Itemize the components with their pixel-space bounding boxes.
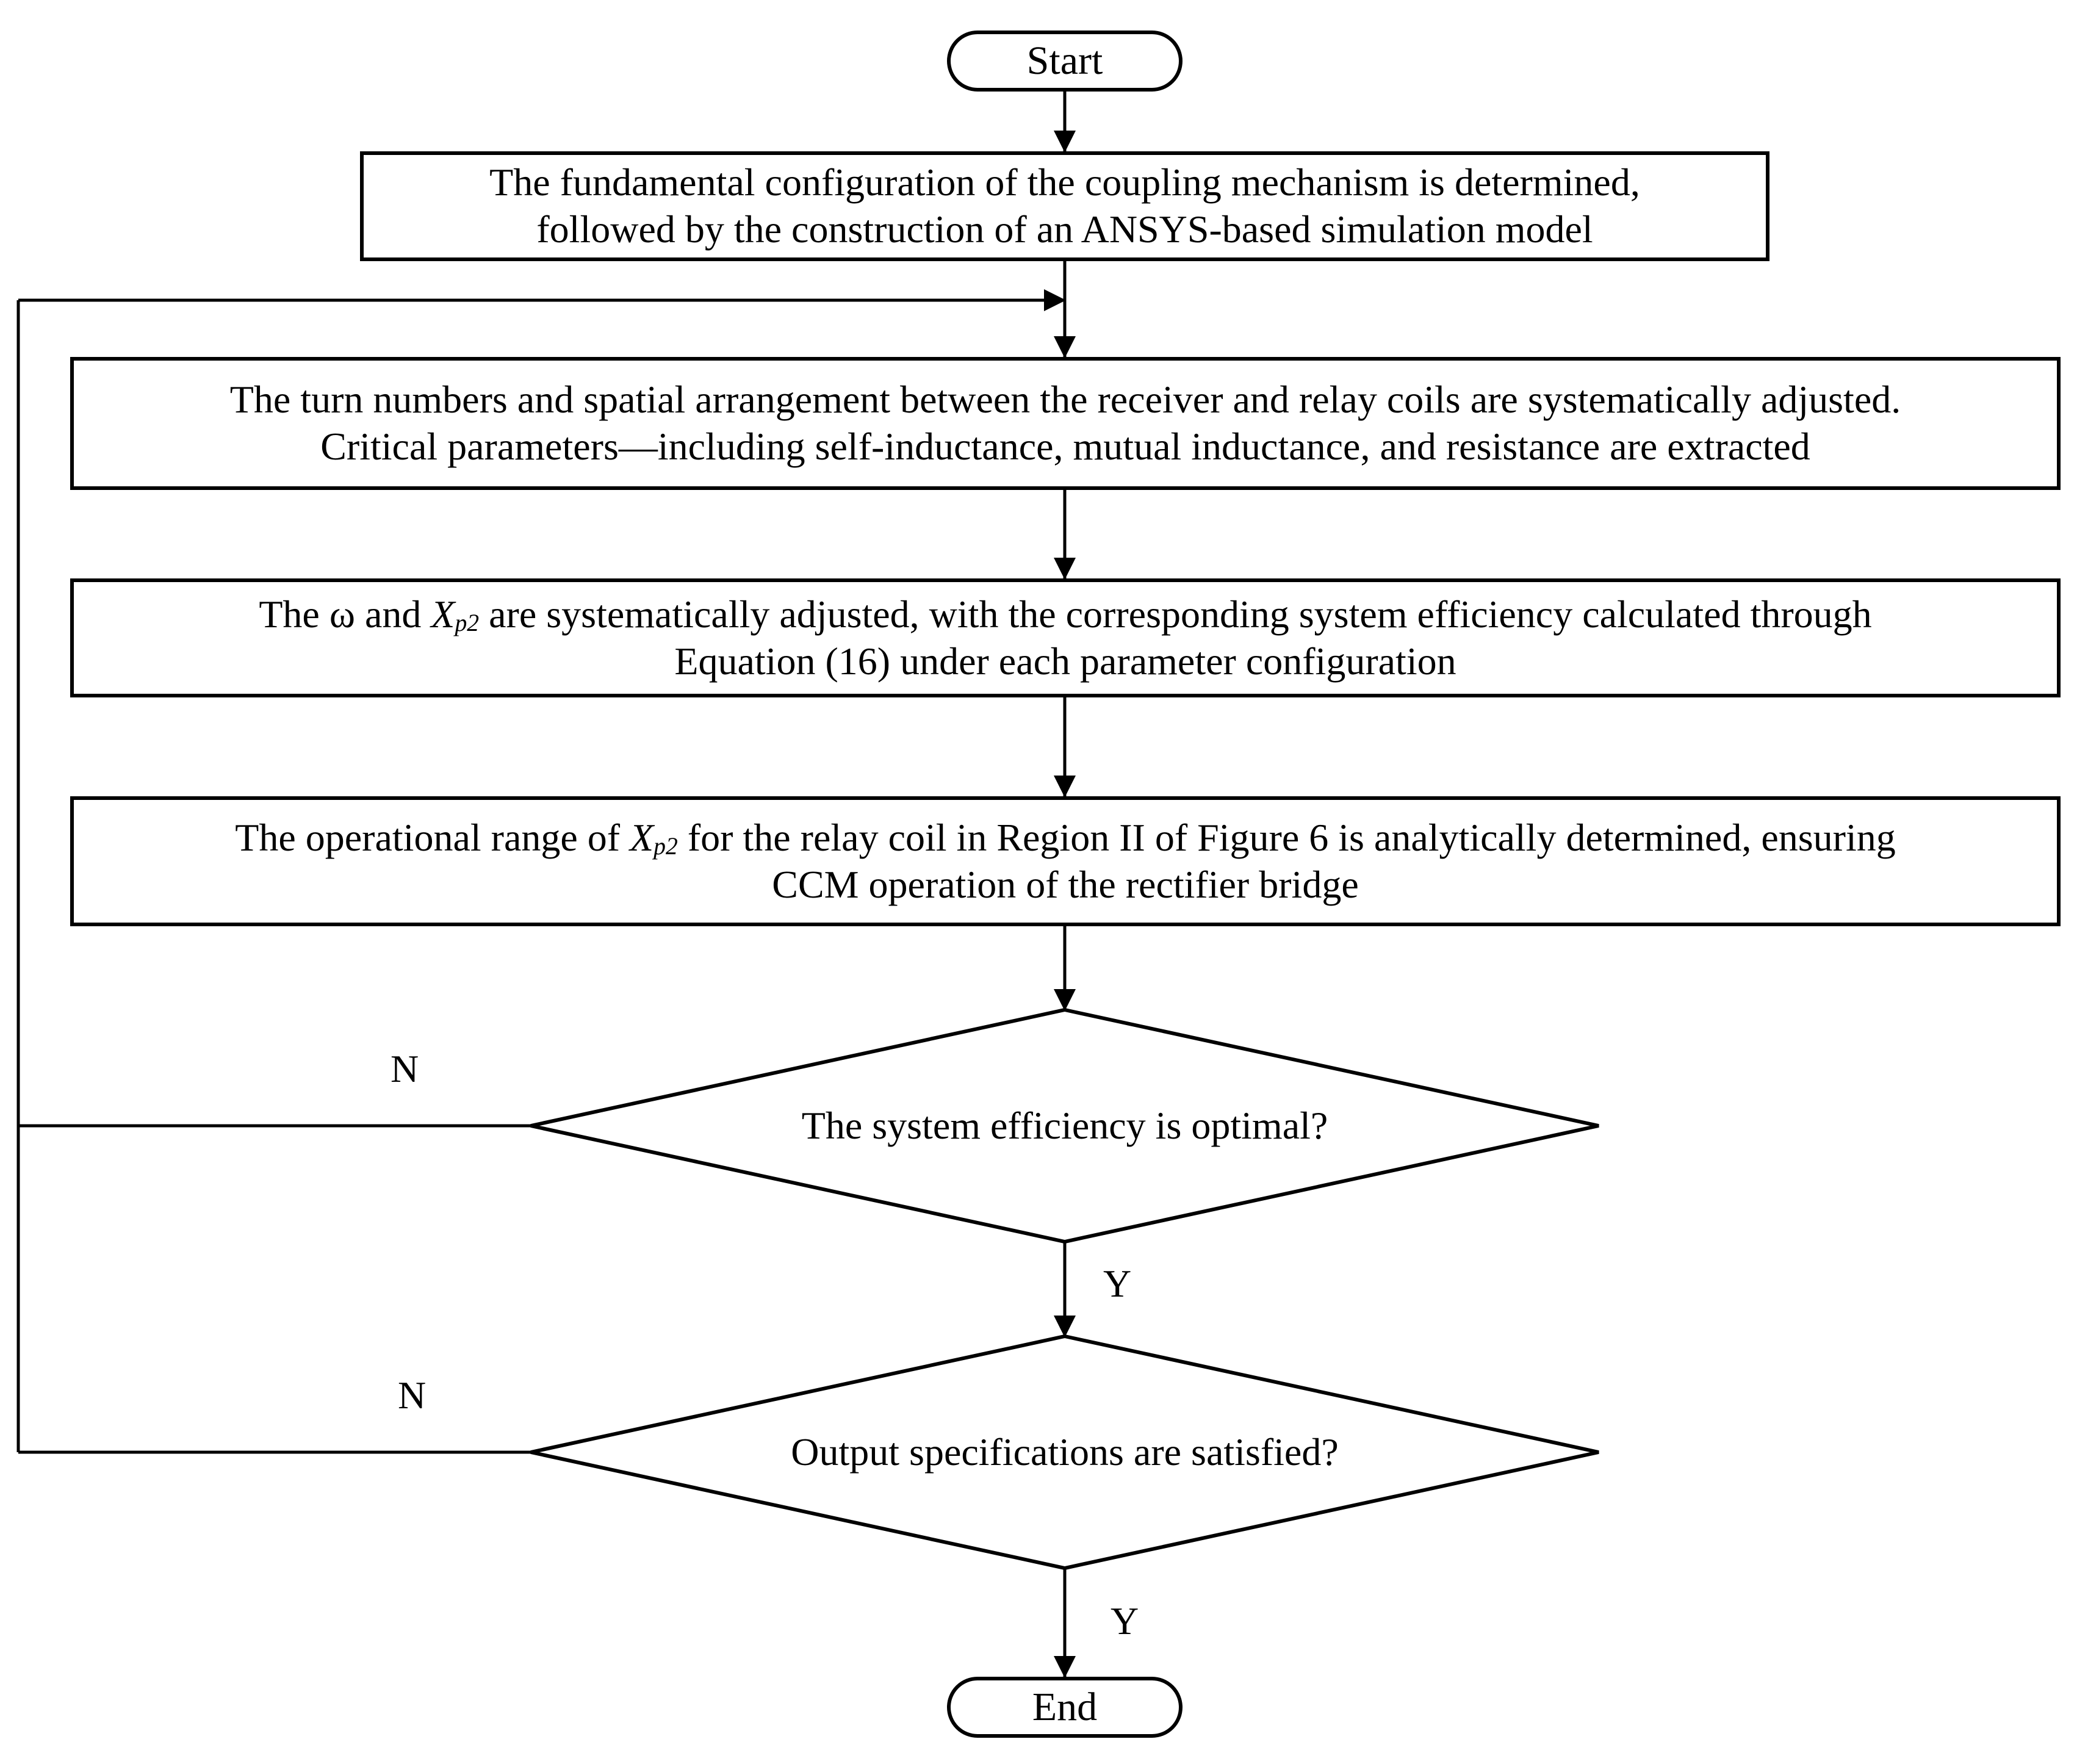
variable-subscript: p2: [653, 832, 678, 860]
decision2-no-label: N: [398, 1373, 427, 1417]
step3-line1-end: are systematically adjusted, with the co…: [479, 592, 1872, 636]
variable-x: X: [630, 815, 654, 859]
step3-line1-start: The ω and: [259, 592, 431, 636]
variable-subscript: p2: [455, 609, 480, 636]
variable-xp2: Xp2: [431, 592, 479, 636]
decision1-yes-label: Y: [1103, 1262, 1132, 1305]
step4-line1: The operational range of Xp2 for the rel…: [235, 815, 1895, 862]
start-label: Start: [1026, 38, 1103, 84]
step4-line2: CCM operation of the rectifier bridge: [772, 862, 1359, 906]
variable-xp2: Xp2: [630, 816, 678, 859]
decision2-yes-label: Y: [1111, 1599, 1139, 1643]
step3-line1: The ω and Xp2 are systematically adjuste…: [259, 591, 1871, 638]
decision1-label: The system efficiency is optimal?: [801, 1103, 1328, 1147]
step4-line1-start: The operational range of: [235, 815, 630, 859]
end-label: End: [1032, 1685, 1098, 1730]
end-terminal: End: [947, 1677, 1183, 1738]
start-terminal: Start: [947, 31, 1183, 92]
variable-x: X: [431, 592, 455, 636]
step1-line1: The fundamental configuration of the cou…: [489, 160, 1640, 204]
process-step-2: The turn numbers and spatial arrangement…: [70, 357, 2061, 490]
process-step-1: The fundamental configuration of the cou…: [360, 151, 1769, 261]
step2-line2: Critical parameters—including self-induc…: [320, 425, 1810, 468]
process-step-3: The ω and Xp2 are systematically adjuste…: [70, 578, 2061, 697]
decision1-no-label: N: [391, 1047, 419, 1090]
step2-line1: The turn numbers and spatial arrangement…: [229, 378, 1901, 422]
step1-line2: followed by the construction of an ANSYS…: [536, 207, 1593, 251]
decision2-label: Output specifications are satisfied?: [791, 1430, 1339, 1474]
step4-line1-end: for the relay coil in Region II of Figur…: [677, 815, 1896, 859]
decision1-question: The system efficiency is optimal?: [671, 1095, 1458, 1156]
process-step-4: The operational range of Xp2 for the rel…: [70, 796, 2061, 926]
decision2-question: Output specifications are satisfied?: [671, 1422, 1458, 1483]
step3-line2: Equation (16) under each parameter confi…: [674, 639, 1456, 683]
